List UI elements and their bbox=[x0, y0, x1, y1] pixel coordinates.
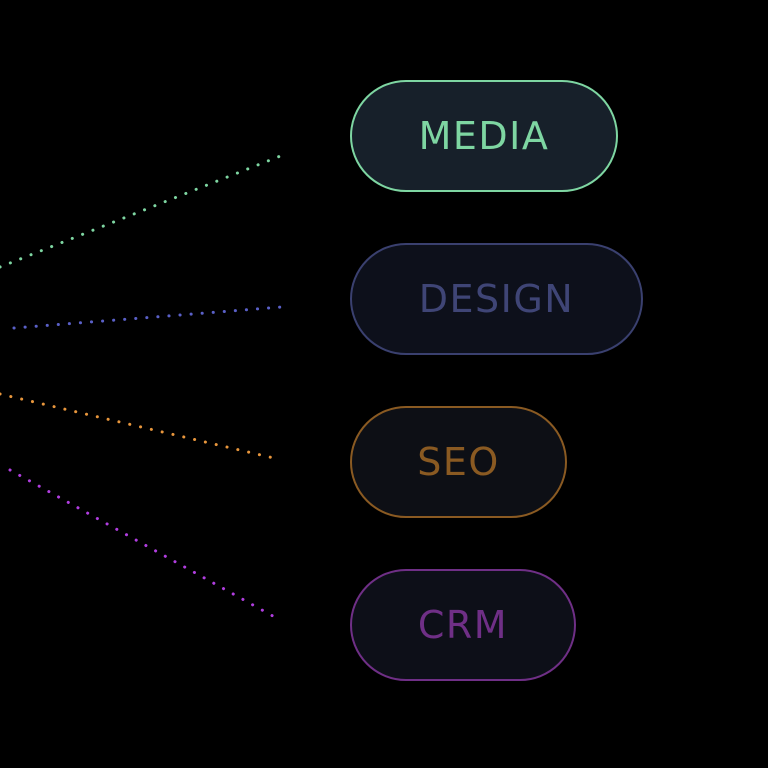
connector-line-seo bbox=[0, 392, 280, 461]
crm-label: CRM bbox=[417, 603, 509, 647]
connector-line-media bbox=[0, 151, 290, 269]
design-node: DESIGN bbox=[350, 243, 643, 355]
connector-line-design bbox=[12, 305, 284, 330]
media-node: MEDIA bbox=[350, 80, 618, 192]
connector-line-crm bbox=[8, 468, 282, 622]
crm-node: CRM bbox=[350, 569, 576, 681]
media-label: MEDIA bbox=[418, 114, 550, 158]
seo-node: SEO bbox=[350, 406, 567, 518]
seo-label: SEO bbox=[417, 440, 500, 484]
design-label: DESIGN bbox=[418, 277, 575, 321]
